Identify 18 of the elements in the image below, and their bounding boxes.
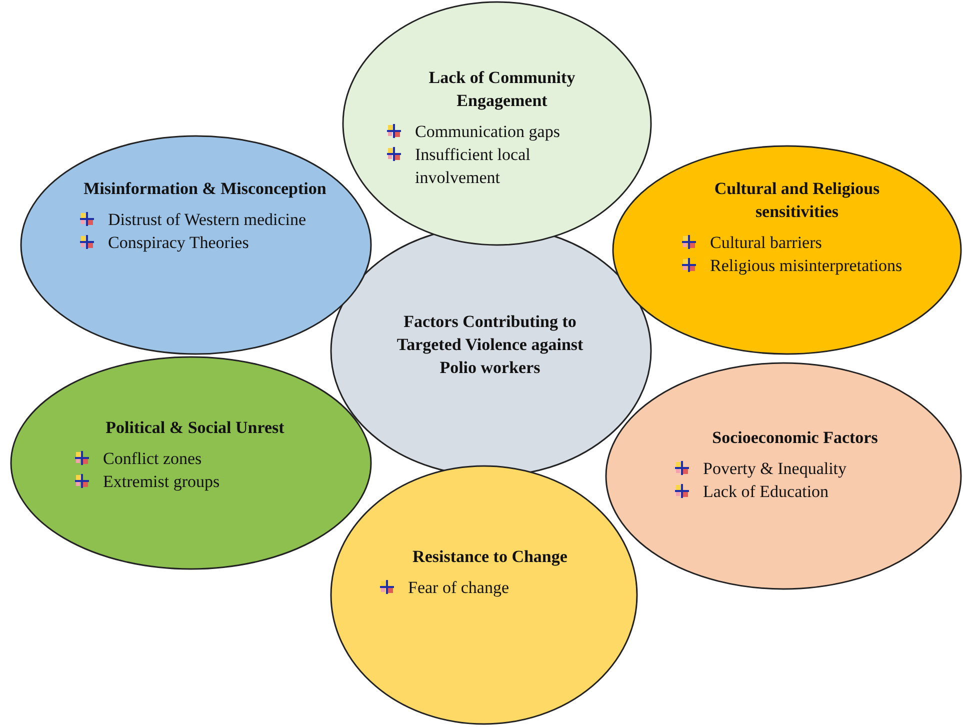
bullet-text: Extremist groups (103, 471, 220, 493)
bullet-text: Communication gaps (415, 121, 560, 143)
heading-text: Resistance to Change (412, 546, 568, 568)
bullet-text: Religious misinterpretations (710, 255, 902, 277)
heading-text: Political & Social Unrest (104, 417, 286, 439)
bullet-text: Fear of change (408, 577, 510, 599)
bullet-text: Conflict zones (103, 448, 202, 470)
bullet-text: Conspiracy Theories (108, 232, 249, 254)
bullet-text: Cultural barriers (710, 232, 822, 254)
heading-text: Lack of Community Engagement (428, 67, 576, 112)
heading-text: Misinformation & Misconception (82, 178, 328, 200)
bullet-text: Poverty & Inequality (703, 458, 847, 480)
heading-text: Factors Contributing to Targeted Violence against Polio workers (396, 311, 584, 379)
bullet-text: Lack of Education (703, 481, 829, 503)
bullet-text: Insufficient local involvement (415, 144, 532, 189)
heading-text: Socioeconomic Factors (711, 427, 879, 449)
heading-text: Cultural and Religious sensitivities (713, 178, 881, 223)
bullet-text: Distrust of Western medicine (108, 209, 306, 231)
